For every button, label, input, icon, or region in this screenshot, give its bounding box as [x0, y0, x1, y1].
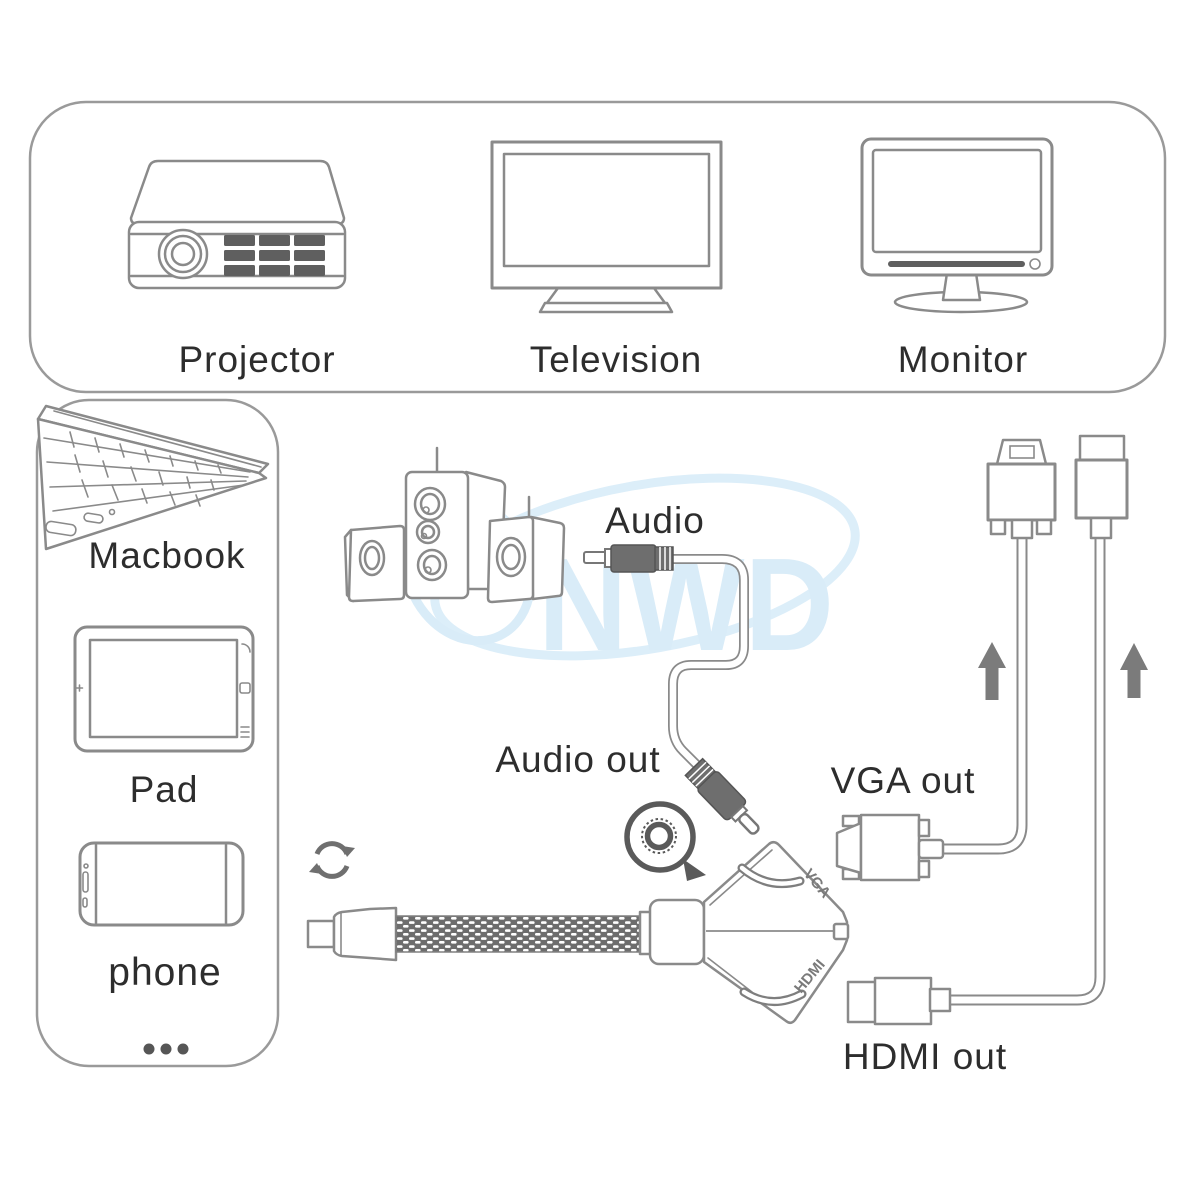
hdmi-out-connector — [846, 976, 952, 1026]
television-label: Television — [529, 339, 703, 380]
audio-jack-plug — [583, 544, 674, 573]
vga-top-connector — [986, 438, 1057, 540]
audio-cable — [668, 554, 749, 771]
hdmi-out-label: HDMI out — [842, 1036, 1008, 1077]
audio-port-callout — [624, 801, 706, 881]
projector-label: Projector — [178, 339, 336, 380]
phone-illustration — [78, 841, 245, 927]
source-devices-panel — [35, 398, 280, 1068]
television-illustration — [490, 140, 723, 314]
adapter-body: VGA HDMI — [702, 841, 850, 1024]
audio-label: Audio — [605, 500, 705, 541]
adapter-cable — [306, 898, 706, 966]
pad-speaker-icon — [240, 726, 250, 738]
audio-plug-into-adapter — [684, 757, 760, 835]
macbook-label: Macbook — [88, 535, 246, 576]
speakers-illustration — [343, 446, 566, 604]
projector-illustration — [127, 159, 347, 290]
adapter-audio-port — [832, 922, 850, 941]
macbook-illustration — [36, 404, 270, 551]
up-arrow-icon — [978, 642, 1006, 700]
phone-camera-icon — [83, 863, 89, 869]
hdmi-top-connector — [1074, 434, 1129, 540]
hdmi-cable — [950, 538, 1106, 1006]
audio-out-label: Audio out — [495, 739, 661, 780]
rotate-icon — [309, 841, 355, 879]
macbook-ports — [45, 508, 116, 537]
braided-sleeve — [395, 915, 643, 953]
phone-button-icon — [82, 897, 88, 908]
pad-button-icon — [75, 684, 84, 692]
pad-camera-icon — [241, 643, 251, 653]
pad-illustration — [73, 625, 255, 753]
watermark-text: NWD — [538, 531, 834, 678]
vga-cable — [943, 538, 1028, 855]
phone-earpiece-icon — [82, 871, 89, 893]
monitor-label: Monitor — [897, 339, 1029, 380]
output-devices-panel — [28, 100, 1167, 394]
more-devices-dots-icon — [143, 1043, 189, 1055]
monitor-illustration — [860, 137, 1054, 314]
vga-out-label: VGA out — [830, 760, 976, 801]
watermark-orbit — [430, 473, 860, 661]
pad-label: Pad — [129, 769, 199, 810]
vga-out-connector — [835, 813, 945, 882]
phone-label: phone — [108, 951, 222, 994]
projector-vent-grid — [224, 235, 325, 276]
up-arrow-icon — [1120, 643, 1148, 698]
pad-home-button-icon — [239, 682, 251, 694]
